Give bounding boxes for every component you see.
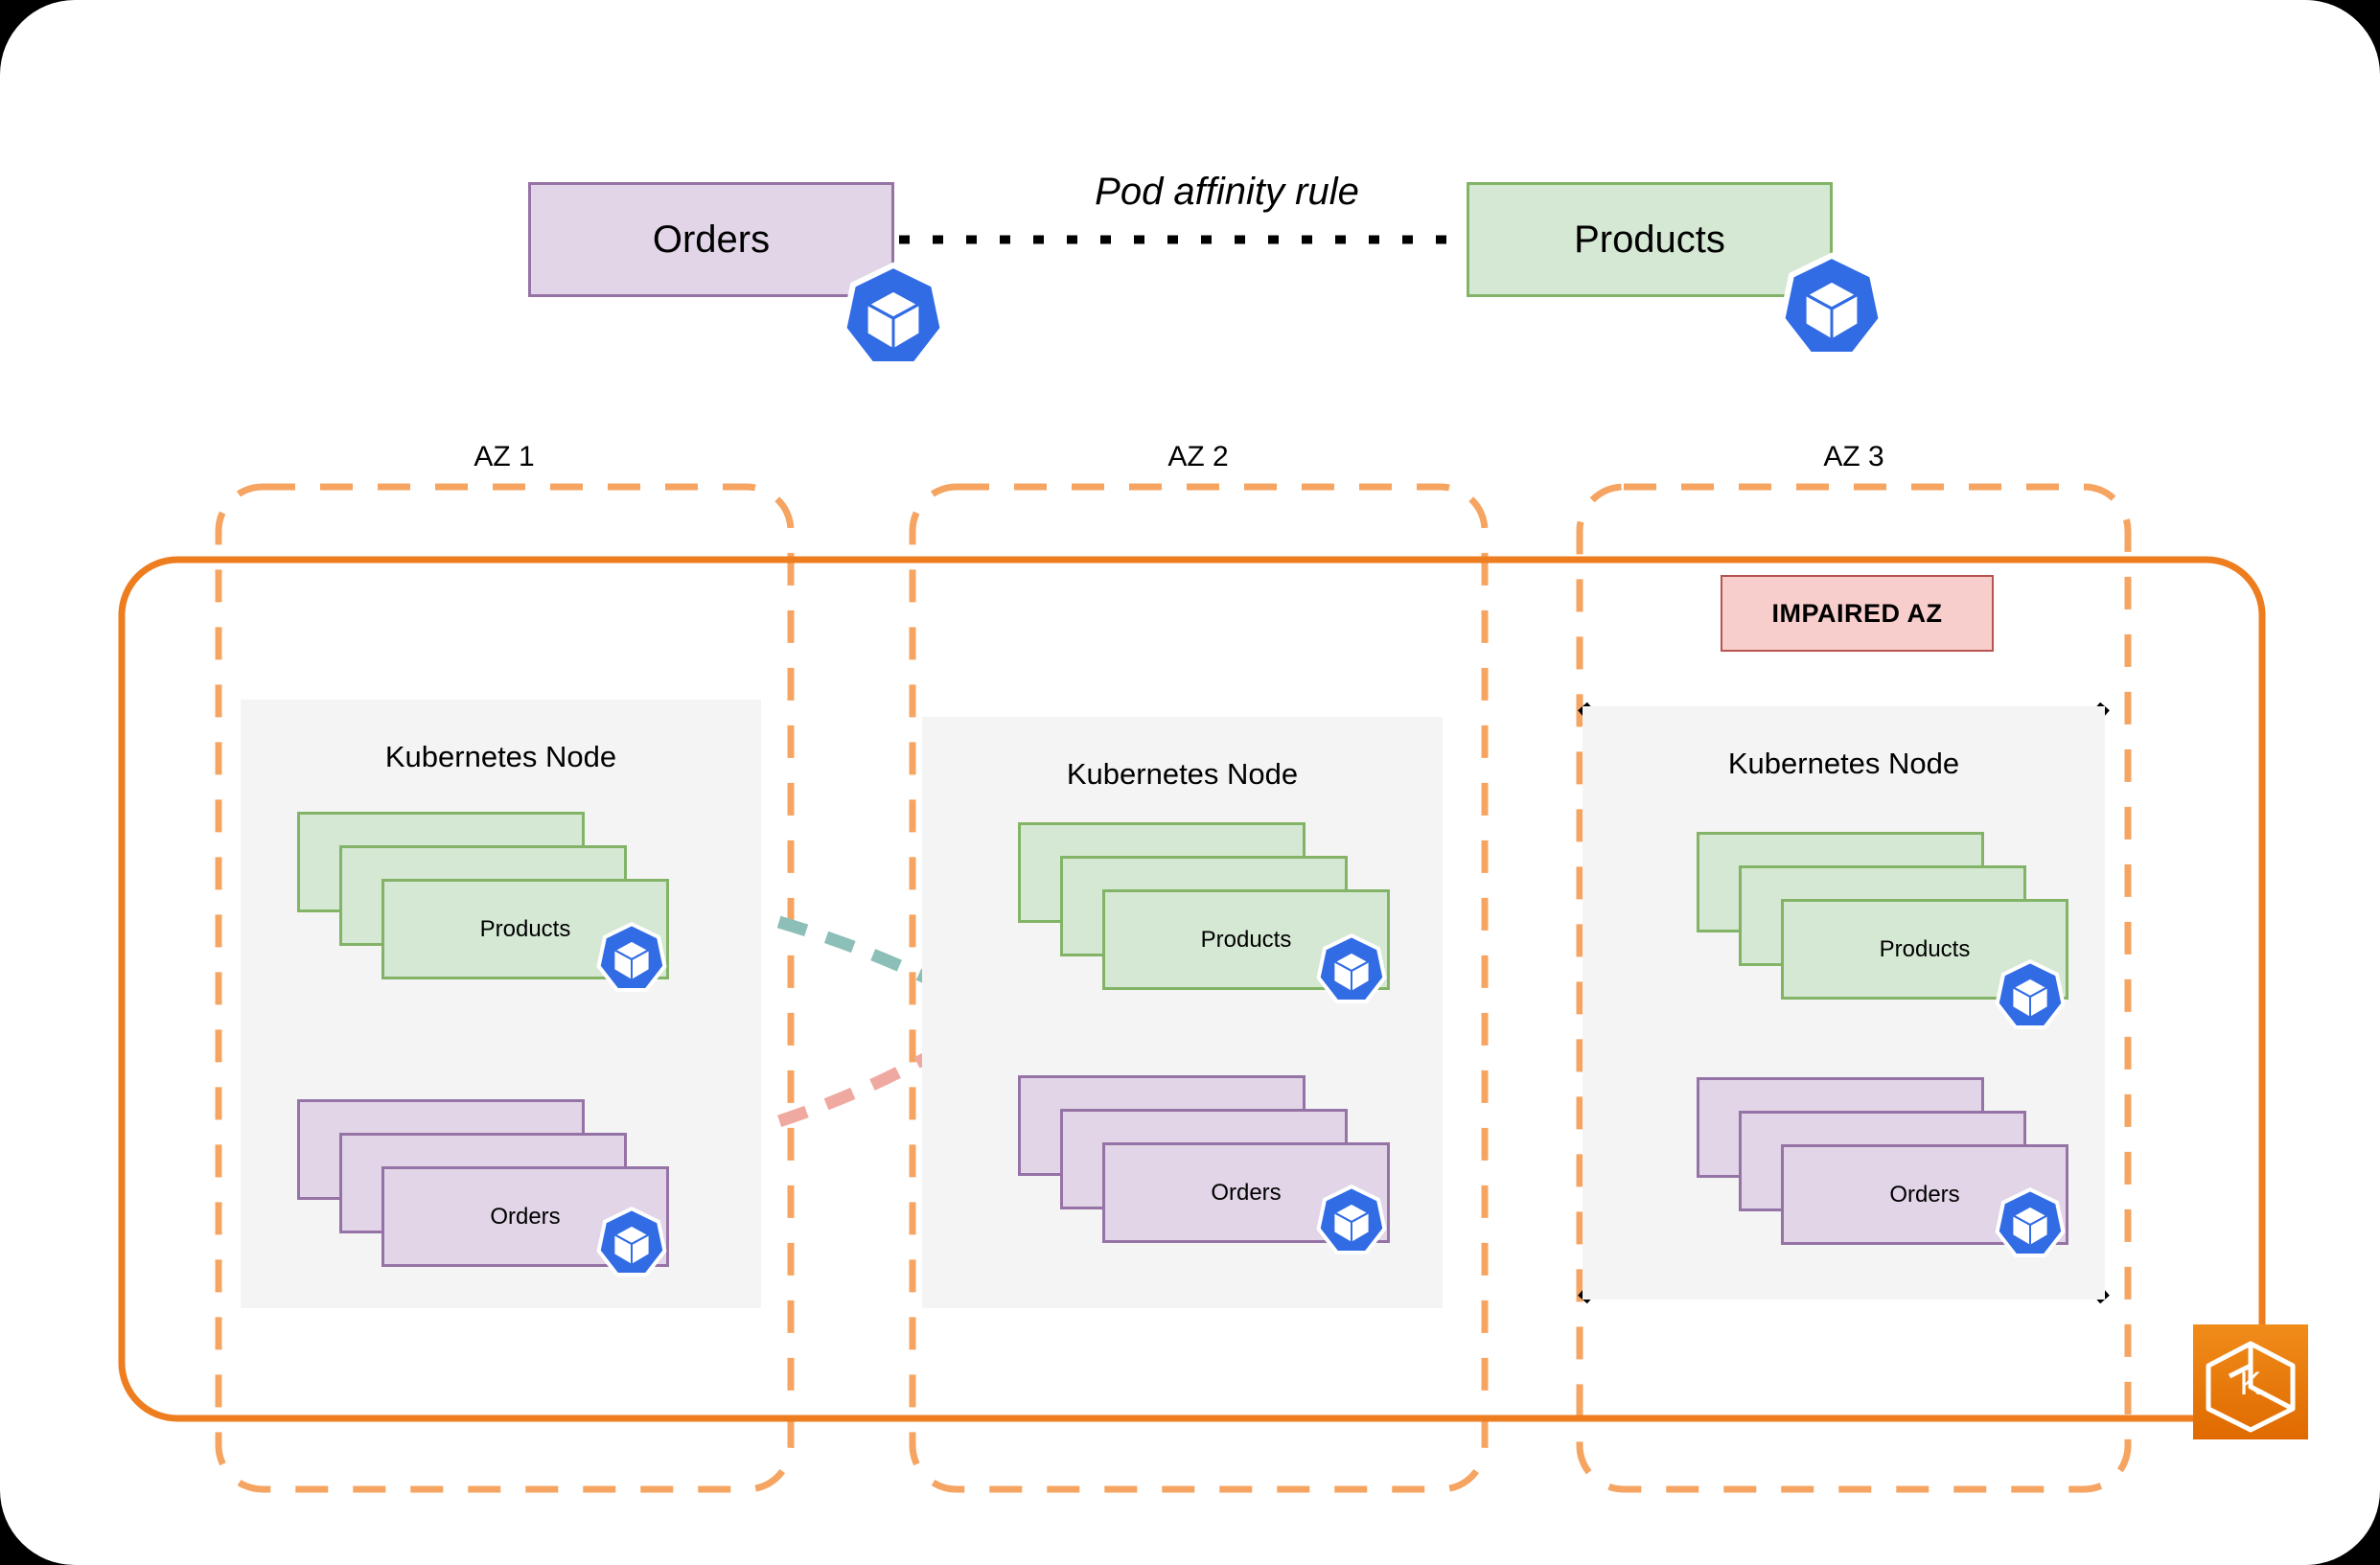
pod-card-label: Orders: [1889, 1181, 1960, 1208]
az-label-3: AZ 3: [1823, 441, 1884, 472]
k8s-pod-icon: [841, 262, 946, 367]
legend-products-label: Products: [1574, 218, 1725, 261]
k8s-pod-icon: [1779, 252, 1884, 357]
pod-card-label: Products: [479, 915, 571, 942]
k8s-pod-icon: [1995, 958, 2066, 1029]
pod-card-label: Products: [1200, 926, 1292, 953]
legend-products-box[interactable]: Products: [1467, 182, 1833, 297]
az-label-1: AZ 1: [474, 441, 535, 472]
eks-logo-icon: K: [2193, 1324, 2308, 1439]
pod-affinity-rule-label: Pod affinity rule: [1095, 171, 1359, 213]
pod-card-label: Products: [1879, 935, 1971, 962]
k8s-pod-icon: [1316, 1184, 1387, 1254]
node-title: Kubernetes Node: [1066, 757, 1299, 791]
svg-text:K: K: [2240, 1366, 2262, 1402]
node-title: Kubernetes Node: [384, 740, 617, 773]
legend-orders-label: Orders: [652, 218, 771, 261]
legend-orders-box[interactable]: Orders: [528, 182, 894, 297]
k8s-pod-icon: [1995, 1186, 2066, 1257]
k8s-pod-icon: [1316, 932, 1387, 1003]
pod-stack-products-az3[interactable]: Products: [1697, 832, 2070, 1000]
pod-card-label: Orders: [490, 1203, 561, 1230]
pod-card[interactable]: Products: [1781, 899, 2068, 1000]
k8s-pod-icon: [596, 921, 667, 992]
k8s-pod-icon: [596, 1206, 667, 1277]
impaired-az-badge: IMPAIRED AZ: [1721, 575, 1994, 652]
az-label-2: AZ 2: [1167, 441, 1229, 472]
node-title: Kubernetes Node: [1727, 747, 1960, 780]
pod-card-label: Orders: [1211, 1179, 1282, 1206]
